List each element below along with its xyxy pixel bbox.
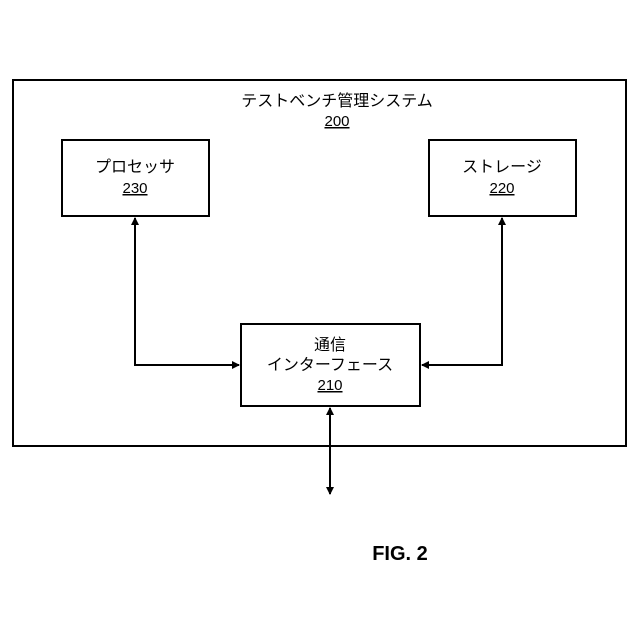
system-title: テストベンチ管理システム [241, 91, 433, 110]
processor-label: プロセッサ [95, 157, 175, 176]
comm-interface-label-line1: 通信 [314, 335, 346, 354]
comm-interface-label-line2: インターフェース [267, 355, 393, 374]
system-ref: 200 [324, 113, 349, 130]
processor-box [62, 140, 209, 216]
storage-ref: 220 [489, 180, 514, 197]
processor-ref: 230 [122, 180, 147, 197]
figure-caption: FIG. 2 [372, 543, 428, 565]
comm-interface-ref: 210 [317, 377, 342, 394]
storage-box [429, 140, 576, 216]
storage-label: ストレージ [462, 157, 542, 176]
